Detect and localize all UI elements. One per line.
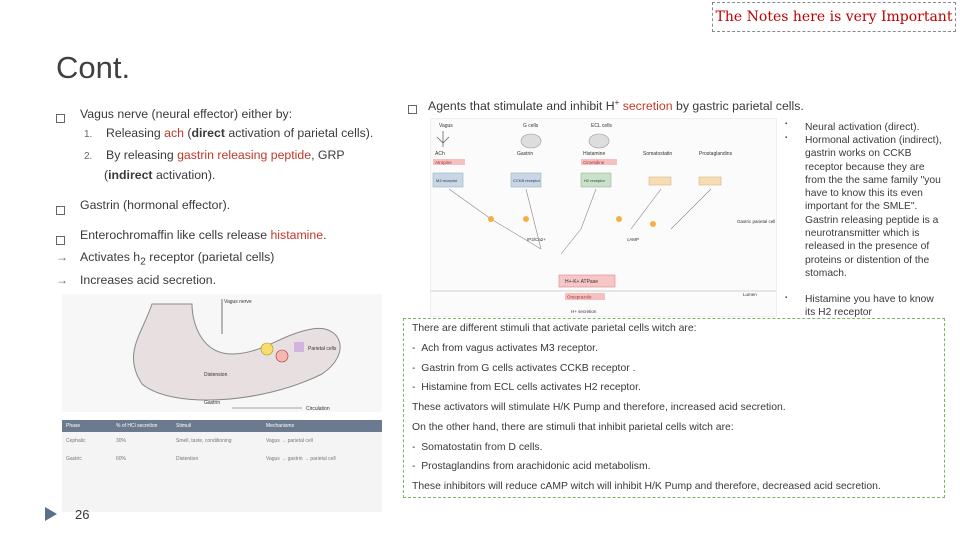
slide-title: Cont. [56, 50, 130, 86]
diag-histamine-label: Histamine [583, 151, 605, 157]
diag-prostaglandin-label: Prostaglandins [699, 151, 733, 157]
sub1-number: 1. [84, 129, 92, 140]
sub2-number: 2. [84, 151, 92, 162]
hcl-phases-table: Phase % of HCl secretion Stimuli Mechani… [62, 420, 382, 512]
diag-lumen-label: Lumen [743, 292, 757, 297]
item1-text: Vagus nerve (neural effector) either by: [80, 107, 292, 121]
table-row: Cephalic 30% Smell, taste, conditioning … [62, 432, 382, 450]
important-note-box: The Notes here is very Important [712, 2, 956, 32]
table-cell: Gastric [66, 456, 116, 462]
anat-vagus-label: Vagus nerve [224, 299, 252, 305]
inhibitor-2: - Prostaglandins from arachidonic acid m… [412, 461, 651, 472]
anat-distension-label: Distension [204, 372, 228, 378]
important-note-text: The Notes here is very Important [716, 9, 953, 25]
diag-hsecretion-label: H+ secretion [571, 309, 597, 314]
diag-h2-label: H2 receptor [584, 178, 606, 183]
item5-text: Increases acid secretion. [80, 273, 216, 287]
item3-bullet-icon [56, 232, 65, 250]
table-cell: Distention [176, 456, 266, 462]
table-cell: Cephalic [66, 438, 116, 444]
table-cell: Vagus → gastrin → parietal cell [266, 456, 366, 462]
diag-vagus-label: Vagus [439, 123, 453, 129]
page-number: 26 [75, 507, 89, 522]
inhibitors-summary: These inhibitors will reduce cAMP witch … [412, 481, 881, 492]
table-header-row: Phase % of HCl secretion Stimuli Mechani… [62, 420, 382, 432]
inhibitors-intro: On the other hand, there are stimuli tha… [412, 422, 734, 433]
diag-camp-label: cAMP [627, 237, 639, 242]
side-note-2-bullet-icon: ▪ [785, 135, 787, 141]
diag-parietal-label: Gastric parietal cell [737, 219, 775, 224]
table-cell: 30% [116, 438, 176, 444]
activator-2: - Gastrin from G cells activates CCKB re… [412, 363, 635, 374]
inhibitor-1: - Somatostatin from D cells. [412, 442, 543, 453]
activator-3: - Histamine from ECL cells activates H2 … [412, 382, 641, 393]
activators-summary: These activators will stimulate H/K Pump… [412, 402, 786, 413]
activators-intro: There are different stimuli that activat… [412, 323, 697, 334]
sub2-text-line2: (indirect activation). [104, 168, 215, 182]
diag-cimetidine-label: Cimetidine [583, 160, 605, 165]
anat-gastrin-label: Gastrin [204, 400, 220, 406]
diag-ach-label: ACh [435, 151, 445, 157]
table-header: Mechanisms [266, 423, 366, 429]
diag-gastrin-label: Gastrin [517, 151, 533, 157]
diag-m3-label: M3 receptor [436, 178, 458, 183]
side-note-3-bullet-icon: ▪ [785, 295, 787, 301]
stomach-anatomy-figure: Vagus nerve Parietal cells Distension Ga… [62, 294, 382, 412]
side-note-1-bullet-icon: ▪ [785, 121, 787, 127]
slide-marker-icon [45, 507, 57, 521]
diag-ecl-label: ECL cells [591, 123, 612, 129]
diag-atropine-label: Atropine [435, 160, 452, 165]
anat-circulation-label: Circulation [306, 406, 330, 412]
stimuli-summary-box: There are different stimuli that activat… [403, 318, 945, 498]
side-note-1: Neural activation (direct). [805, 121, 943, 134]
table-cell: Smell, taste, conditioning [176, 438, 266, 444]
item5-arrow-icon: → [56, 273, 68, 287]
table-header: Stimuli [176, 423, 266, 429]
sub2-text: By releasing gastrin releasing peptide, … [106, 148, 345, 162]
anat-parietal-label: Parietal cells [308, 346, 337, 352]
diag-somatostatin-label: Somatostatin [643, 151, 672, 157]
table-row: Gastric 60% Distention Vagus → gastrin →… [62, 450, 382, 468]
side-note-3: Histamine you have to know its H2 recept… [805, 293, 943, 320]
diag-pump-label: H+-K+ ATPase [565, 279, 598, 285]
item3-text: Enterochromaffin like cells release hist… [80, 228, 327, 242]
table-cell: 60% [116, 456, 176, 462]
right-header-text: Agents that stimulate and inhibit H+ sec… [428, 98, 804, 113]
item1-bullet-icon [56, 110, 65, 128]
table-header: % of HCl secretion [116, 423, 176, 429]
item4-text: Activates h2 receptor (parietal cells) [80, 250, 274, 267]
diag-cckb-label: CCKB receptor [513, 178, 541, 183]
diag-omeprazole-label: Omeprazole [567, 295, 592, 300]
diag-gcells-label: G cells [523, 123, 539, 129]
activator-1: - Ach from vagus activates M3 receptor. [412, 343, 598, 354]
item4-arrow-icon: → [56, 250, 68, 264]
right-header-bullet-icon [408, 101, 417, 119]
sub1-text: Releasing ach (direct activation of pari… [106, 126, 373, 140]
side-note-2: Hormonal activation (indirect), gastrin … [805, 134, 943, 280]
table-header: Phase [66, 423, 116, 429]
item2-bullet-icon [56, 202, 65, 220]
diag-ip3-label: IP3/Ca2+ [527, 237, 546, 242]
table-cell: Vagus → parietal cell [266, 438, 366, 444]
item2-text: Gastrin (hormonal effector). [80, 198, 230, 212]
parietal-cell-diagram: Vagus G cells ECL cells ACh Gastrin Hist… [430, 118, 777, 317]
